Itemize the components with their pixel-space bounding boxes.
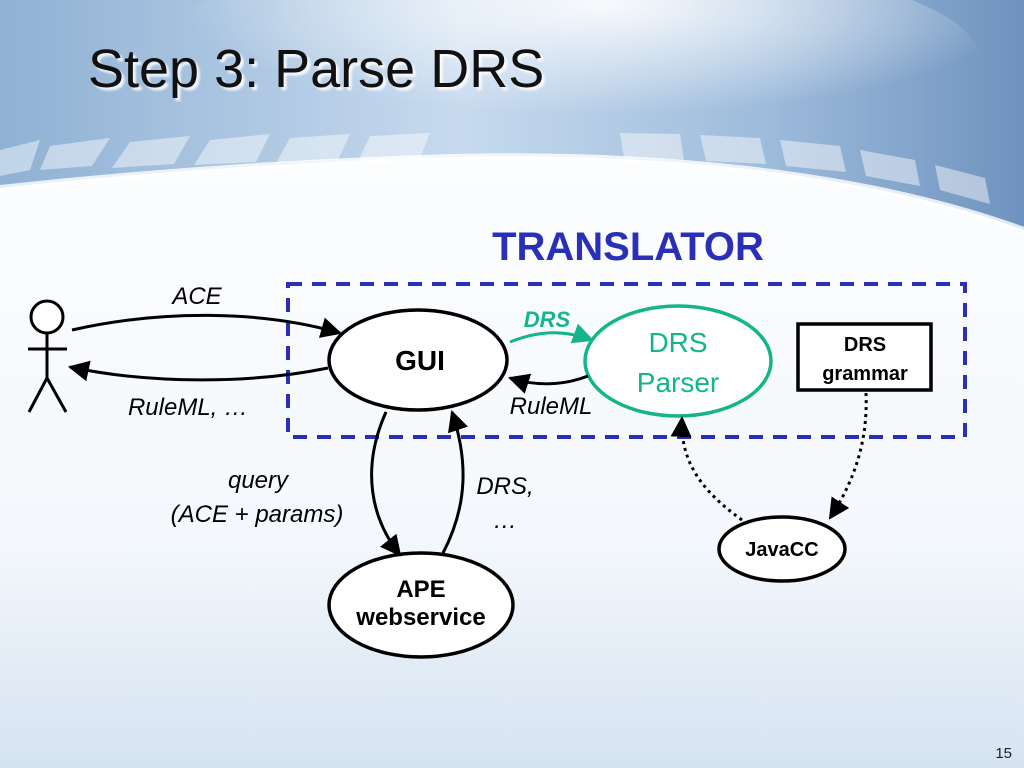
drs-parser-node: DRS Parser [583,304,773,418]
translator-boundary [286,282,967,439]
slide-title: Step 3: Parse DRS [88,39,545,99]
edge-user-to-gui [71,313,343,338]
slide-number: 15 [995,745,1012,762]
javacc-node: JavaCC [717,515,847,583]
edge-grammar-to-javacc [828,392,868,520]
edge-parser-to-gui [507,373,589,394]
ape-label-line2: webservice [355,604,485,631]
edge-label-ace: ACE [170,283,222,310]
edge-label-ruleml-user: RuleML, … [128,394,248,421]
drs-grammar-box: DRS grammar [796,322,933,392]
edge-label-query-line1: query [228,467,290,494]
drs-grammar-label-line1: DRS [844,334,886,356]
javacc-label: JavaCC [745,539,818,561]
edge-javacc-to-parser [670,415,743,522]
edge-label-drs-green: DRS [524,307,571,332]
drs-parser-label-line1: DRS [648,327,707,358]
edge-label-drs-ape-line2: … [493,507,517,534]
drs-parser-label-line2: Parser [637,367,719,398]
gui-label: GUI [395,345,445,376]
ape-label-line1: APE [396,576,445,603]
edge-gui-to-parser [509,323,594,344]
edge-gui-to-user [67,360,329,382]
edge-ape-to-gui [441,410,468,554]
edge-label-drs-ape-line1: DRS, [476,473,533,500]
edge-gui-to-ape [370,411,402,557]
translator-label: TRANSLATOR [492,225,764,269]
ape-webservice-node: APE webservice [327,551,515,659]
drs-grammar-label-line2: grammar [822,363,908,385]
gui-node: GUI [327,308,509,412]
edge-label-ruleml-parser: RuleML [510,393,593,420]
edge-label-query-line2: (ACE + params) [171,501,344,528]
user-actor-icon [27,299,68,413]
